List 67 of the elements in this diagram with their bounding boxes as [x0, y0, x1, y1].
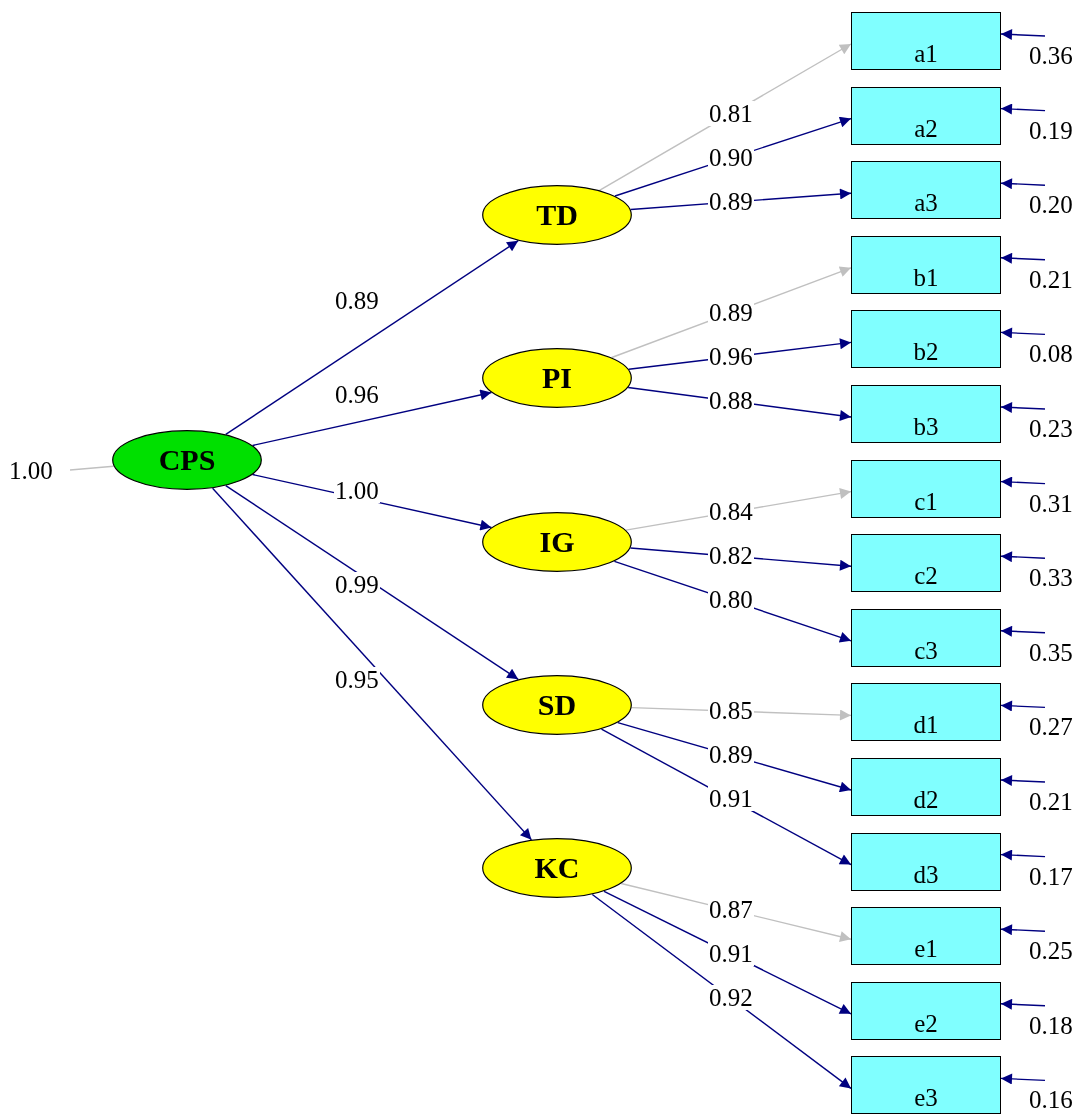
indicator-box — [851, 608, 1001, 667]
indicator-label: a2 — [913, 115, 939, 142]
arrow — [225, 485, 519, 681]
latent-ellipse — [112, 430, 262, 490]
latent-label: SD — [536, 689, 578, 721]
indicator-label: c1 — [913, 488, 939, 515]
indicator-label: e2 — [913, 1010, 939, 1037]
indicator-label: a1 — [913, 41, 939, 67]
indicator-label: c3 — [913, 637, 939, 664]
indicator-box — [851, 1056, 1001, 1115]
indicator-box — [851, 832, 1001, 891]
arrow — [1000, 625, 1046, 637]
arrow — [1000, 252, 1046, 264]
indicator-label: d3 — [912, 861, 940, 888]
indicator-box — [851, 235, 1001, 294]
arrow — [1000, 178, 1046, 190]
edge-label: 0.81 — [708, 101, 754, 127]
arrow — [1000, 476, 1046, 488]
edge-label: 0.91 — [708, 940, 754, 966]
indicator-box — [851, 981, 1001, 1040]
indicator-label: d1 — [912, 712, 940, 739]
indicator-label: b3 — [912, 414, 940, 440]
edge-label: 0.91 — [708, 785, 754, 811]
indicator-label: b2 — [912, 339, 940, 366]
indicator-box — [851, 310, 1001, 369]
latent-ellipse — [482, 512, 632, 572]
arrow — [251, 389, 493, 447]
latent-label: TD — [535, 199, 579, 231]
arrow — [1000, 29, 1046, 40]
arrow — [1000, 924, 1046, 936]
indicator-label: a3 — [913, 190, 939, 217]
latent-ellipse — [482, 348, 632, 408]
latent-ellipse — [482, 838, 632, 898]
indicator-box — [851, 86, 1001, 145]
arrow — [1000, 775, 1046, 786]
indicator-box — [851, 161, 1001, 220]
arrow — [211, 487, 533, 841]
indicator-box — [851, 683, 1001, 742]
arrow — [1000, 1073, 1046, 1085]
indicator-box — [851, 385, 1001, 443]
indicator-label: c2 — [913, 563, 939, 590]
indicator-label: e1 — [913, 936, 939, 963]
arrow — [1000, 327, 1046, 339]
edge-label: 0.92 — [708, 984, 754, 1010]
indicator-label: b1 — [912, 264, 940, 291]
indicator-label: d2 — [912, 787, 940, 813]
latent-label: PI — [541, 362, 573, 394]
arrow — [1000, 849, 1046, 861]
edge-label: 0.89 — [708, 300, 754, 326]
arrow — [591, 893, 852, 1090]
indicator-box — [851, 907, 1001, 966]
indicator-box — [851, 459, 1001, 518]
latent-label: KC — [533, 852, 581, 884]
indicator-box — [851, 534, 1001, 593]
latent-ellipse — [482, 185, 632, 245]
arrow — [1000, 551, 1046, 563]
latent-label: IG — [538, 526, 576, 558]
arrow — [1000, 103, 1046, 115]
indicator-box — [851, 758, 1001, 816]
latent-ellipse — [482, 675, 632, 735]
arrow — [1000, 998, 1046, 1010]
arrow — [225, 240, 519, 435]
latent-label: CPS — [157, 444, 217, 476]
arrow — [1000, 700, 1046, 712]
indicator-box — [851, 12, 1001, 70]
arrow — [1000, 402, 1046, 413]
indicator-label: e3 — [913, 1085, 939, 1112]
